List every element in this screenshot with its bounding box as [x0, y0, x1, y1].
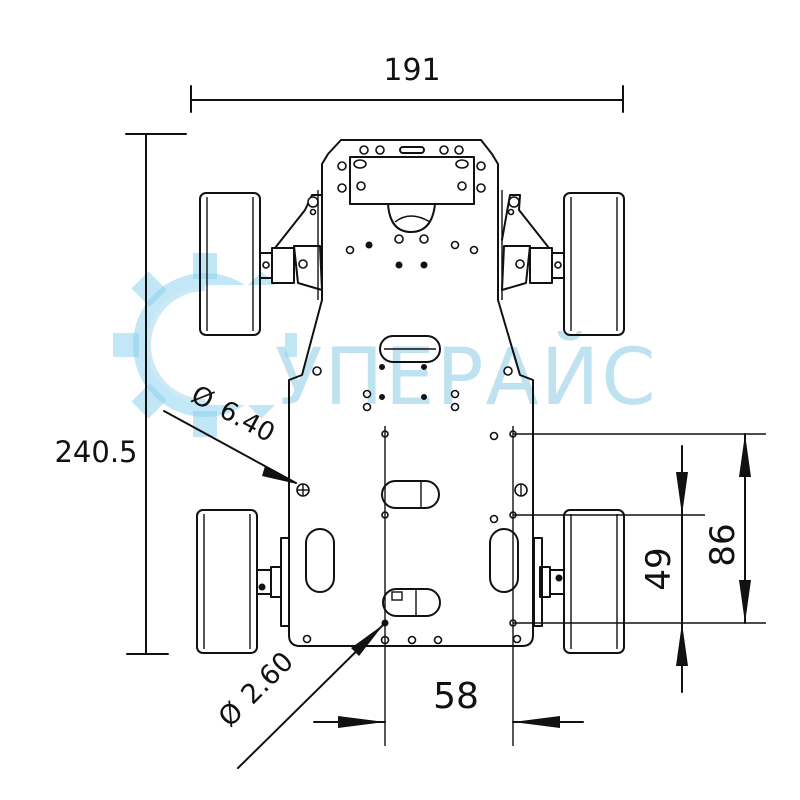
rear-left-wheel [196, 509, 290, 654]
watermark: УПЕРАЙС [113, 253, 658, 437]
dimension-hole-spacing-x: 58 [313, 426, 584, 746]
front-right-wheel [501, 192, 625, 336]
spacing-y-inner-label: 49 [639, 547, 679, 590]
small-hole-value: 2.60 [235, 646, 299, 710]
dimension-overall-length: 240.5 [54, 133, 187, 655]
front-battery-box [349, 146, 475, 233]
length-label: 240.5 [54, 435, 137, 469]
width-label: 191 [383, 53, 440, 88]
dimension-overall-width: 191 [190, 53, 624, 113]
center-slot [379, 335, 441, 363]
spacing-x-label: 58 [433, 676, 479, 717]
watermark-text: УПЕРАЙС [275, 331, 658, 423]
small-hole-symbol: Ø [213, 696, 250, 733]
dimension-hole-spacing-y: 49 86 [513, 433, 766, 693]
rear-right-wheel [533, 509, 625, 654]
spacing-y-outer-label: 86 [703, 523, 743, 566]
chassis-plate [288, 139, 534, 647]
